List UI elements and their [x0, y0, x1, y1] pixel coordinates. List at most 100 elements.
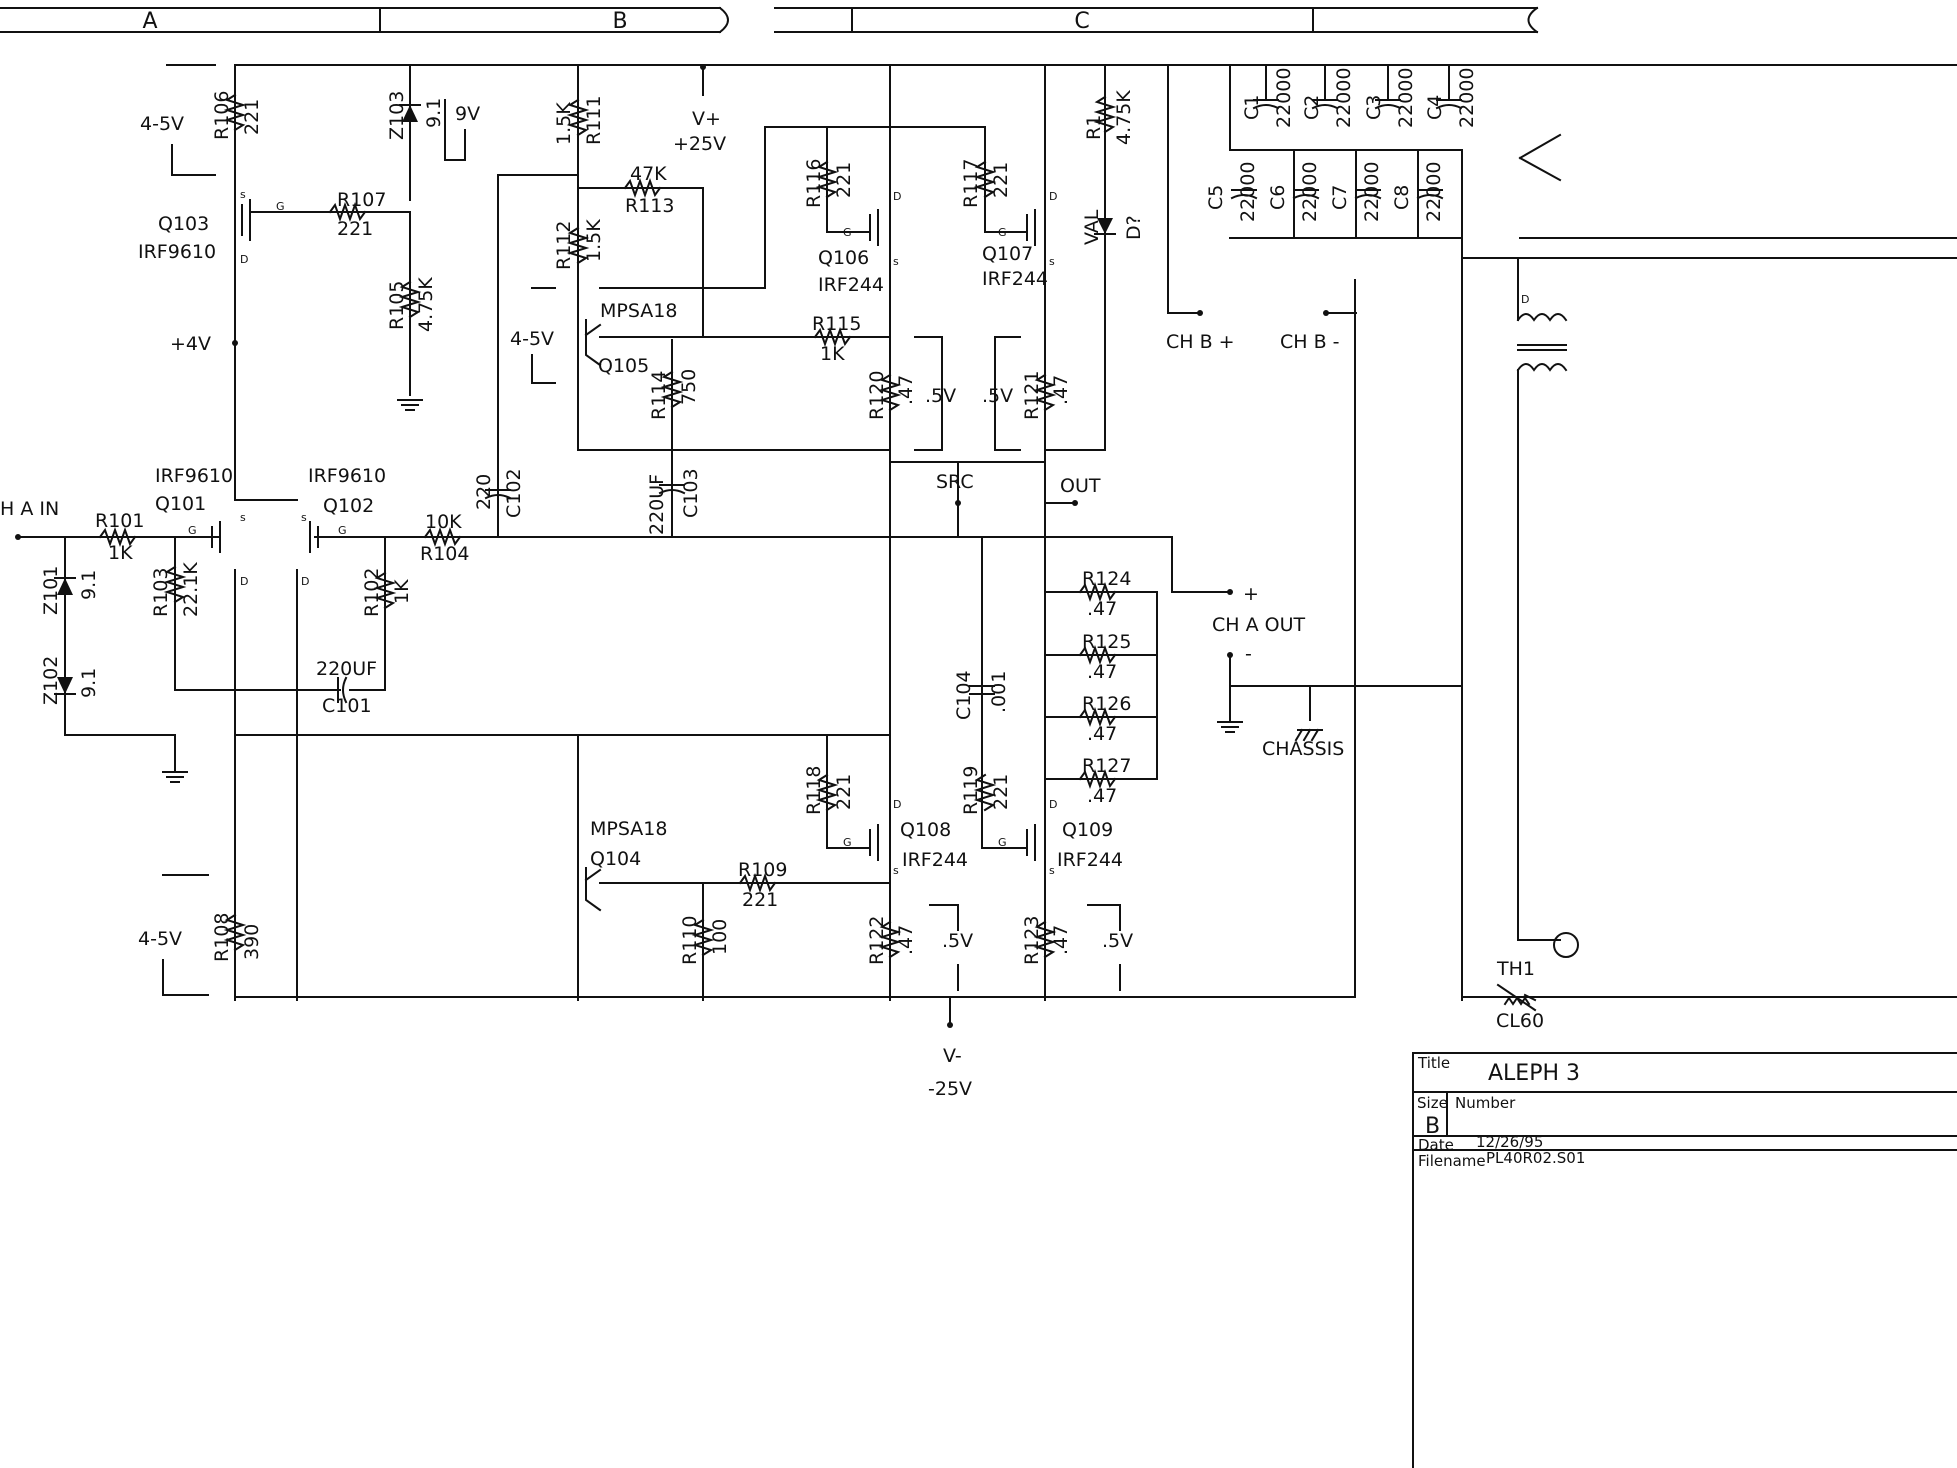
value-r120: .47: [895, 375, 917, 405]
value-r109: 221: [742, 889, 778, 911]
label-r114: R114: [648, 371, 670, 420]
label-r126: R126: [1082, 693, 1131, 715]
value-r127: .47: [1087, 785, 1117, 807]
value-r110: 100: [709, 919, 731, 955]
label-r127: R127: [1082, 755, 1131, 777]
transistor-symbols: [211, 199, 1036, 912]
value-z102: 9.1: [78, 668, 100, 698]
label-c4: C4: [1424, 95, 1446, 120]
value-z101: 9.1: [78, 570, 100, 600]
part-q102: IRF9610: [308, 465, 386, 487]
value-r102: 1K: [391, 579, 413, 604]
wiring: [17, 64, 1957, 1026]
zone-label-c: C: [1074, 9, 1089, 34]
net-ch-a-in: H A IN: [0, 498, 59, 520]
label-c3: C3: [1363, 95, 1385, 120]
value-c102: 220: [473, 474, 495, 510]
value-r104: 10K: [425, 511, 462, 533]
svg-text:s: s: [893, 255, 899, 268]
label-r115: R115: [812, 313, 861, 335]
part-q106: IRF244: [818, 274, 884, 296]
label-q102: Q102: [323, 495, 374, 517]
title-label: Title: [1417, 1054, 1450, 1072]
label-r102: R102: [361, 568, 383, 617]
label-r103: R103: [150, 568, 172, 617]
label-r111: R111: [583, 96, 605, 145]
value-r115: 1K: [820, 343, 845, 365]
svg-text:D: D: [1049, 798, 1057, 811]
label-d1: D?: [1123, 215, 1145, 240]
value-r117: 221: [990, 162, 1012, 198]
svg-text:.5V: .5V: [1102, 930, 1133, 952]
label-c101: C101: [322, 695, 372, 717]
svg-text:.5V: .5V: [982, 385, 1013, 407]
svg-text:s: s: [301, 511, 307, 524]
svg-text:D: D: [893, 190, 901, 203]
value-r118: 221: [833, 774, 855, 810]
label-r120: R120: [866, 371, 888, 420]
svg-text:s: s: [893, 864, 899, 877]
label-r118: R118: [803, 766, 825, 815]
value-r123: .47: [1050, 925, 1072, 955]
label-q101: Q101: [155, 493, 206, 515]
svg-text:D: D: [301, 575, 309, 588]
svg-text:s: s: [240, 188, 246, 201]
label-q106: Q106: [818, 247, 869, 269]
label-r113: R113: [625, 195, 674, 217]
component-labels: R101 1K R107 221 10K R104 47K R113 R115 …: [40, 68, 1544, 1032]
svg-text:s: s: [1049, 864, 1055, 877]
net-chassis: CHASSIS: [1262, 738, 1344, 760]
transformer-symbol: [1496, 133, 1579, 1012]
label-q105: Q105: [598, 355, 649, 377]
filename-value: PL40R02.S01: [1486, 1149, 1585, 1167]
junctions: [15, 64, 1329, 1028]
net-labels: H A IN V+ +25V SRC OUT CH A OUT + - CH B…: [0, 108, 1344, 1100]
svg-text:9V: 9V: [455, 103, 480, 125]
part-q101: IRF9610: [155, 465, 233, 487]
label-c8: C8: [1391, 185, 1413, 210]
label-r117: R117: [960, 159, 982, 208]
value-r112: 1.5K: [583, 219, 605, 262]
value-r125: .47: [1087, 661, 1117, 683]
label-r123: R123: [1021, 916, 1043, 965]
label-r122: R122: [866, 916, 888, 965]
part-q103: IRF9610: [138, 241, 216, 263]
svg-text:D: D: [1521, 293, 1529, 306]
label-r116: R116: [803, 159, 825, 208]
value-r101: 1K: [108, 542, 133, 564]
value-c7: 22000: [1361, 162, 1383, 222]
net-ch-a-out: CH A OUT: [1212, 614, 1305, 636]
value-c1: 22000: [1273, 68, 1295, 128]
label-r108: R108: [211, 913, 233, 962]
value-c2: 22000: [1333, 68, 1355, 128]
voltage-brackets: [162, 64, 1121, 996]
label-q103: Q103: [158, 213, 209, 235]
pin-labels: s D G s D G s D G D s G D s G D s G D s …: [188, 188, 1529, 877]
label-q109: Q109: [1062, 819, 1113, 841]
date-value: 12/26/95: [1476, 1133, 1543, 1151]
diode-symbols: [54, 104, 1116, 695]
net-plus: +: [1243, 583, 1259, 605]
label-q104: Q104: [590, 848, 641, 870]
value-z103: 9.1: [423, 98, 445, 128]
svg-text:G: G: [998, 226, 1007, 239]
svg-text:D: D: [1049, 190, 1057, 203]
label-r101: R101: [95, 510, 144, 532]
label-c104: C104: [953, 670, 975, 720]
svg-text:G: G: [188, 524, 197, 537]
label-r104: R104: [420, 543, 469, 565]
svg-text:G: G: [843, 226, 852, 239]
resistor-symbols: [98, 93, 1117, 959]
label-r124: R124: [1082, 568, 1131, 590]
label-c5: C5: [1205, 185, 1227, 210]
value-c8: 22000: [1423, 162, 1445, 222]
value-r126: .47: [1087, 723, 1117, 745]
capacitor-symbols: [337, 64, 1463, 704]
value-r122: .47: [895, 925, 917, 955]
value-c6: 22000: [1299, 162, 1321, 222]
label-c7: C7: [1329, 185, 1351, 210]
part-q108: IRF244: [902, 849, 968, 871]
label-c1: C1: [1241, 95, 1263, 120]
title-block: Title ALEPH 3 Size B Number Date 12/26/9…: [1412, 1052, 1957, 1468]
